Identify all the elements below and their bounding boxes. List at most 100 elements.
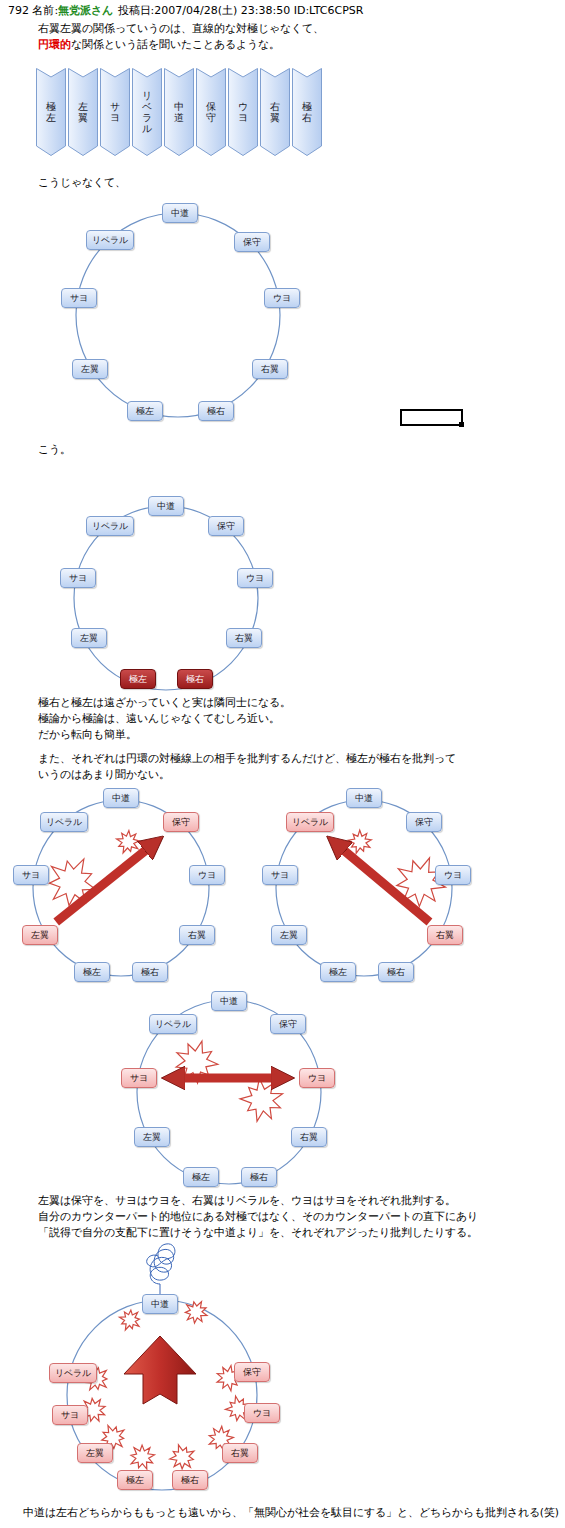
- position-label: ウヨ: [273, 292, 291, 305]
- ring: [76, 213, 280, 417]
- position-label: ウヨ: [253, 1407, 271, 1420]
- post-text: また、それぞれは円環の対極線上の相手を批判するんだけど、極左が極右を批判って: [38, 752, 456, 765]
- position-box: 左翼: [72, 359, 108, 379]
- position-box: 右翼: [226, 628, 262, 648]
- position-label: リベラル: [55, 1367, 91, 1380]
- position-label: サヨ: [130, 1072, 148, 1085]
- burst: [348, 830, 371, 853]
- position-label: 保守: [243, 236, 261, 249]
- position-label: 中道: [112, 792, 130, 805]
- position-label: ウヨ: [444, 869, 462, 882]
- position-label: 極左: [83, 966, 101, 979]
- position-label: 極左: [129, 673, 147, 686]
- position-label: 中道: [171, 207, 189, 220]
- position-label: 極左: [46, 101, 56, 123]
- position-box: リベラル: [40, 812, 88, 832]
- post-header: 792 名前:: [8, 4, 58, 17]
- text-line: こう。: [38, 443, 71, 457]
- position-box: リベラル: [49, 1363, 97, 1383]
- position-box: リベラル: [86, 230, 134, 250]
- position-box: サヨ: [262, 865, 298, 885]
- position-box: 極右: [172, 1470, 208, 1490]
- position-label: 極右: [186, 673, 204, 686]
- post-text: 極右と極左は遠ざかっていくと実は隣同士になる。: [38, 696, 291, 709]
- post-text: 円環的: [38, 38, 71, 51]
- position-label: 左翼: [80, 632, 98, 645]
- position-label: 左翼: [78, 101, 88, 123]
- position-box: 極右: [378, 962, 414, 982]
- post-text: いうのはあまり聞かない。: [38, 768, 170, 781]
- position-label: 右翼: [235, 632, 253, 645]
- position-box: リベラル: [149, 1014, 197, 1034]
- position-label: サヨ: [69, 572, 87, 585]
- position-box: 左翼: [22, 925, 58, 945]
- selection-rect: [401, 410, 462, 425]
- position-box: 極左: [74, 962, 110, 982]
- position-label: 右翼: [270, 101, 280, 123]
- position-box: 右翼: [427, 925, 463, 945]
- position-box: サヨ: [60, 568, 96, 588]
- position-label: リベラル: [92, 520, 128, 533]
- position-label: ウヨ: [198, 869, 216, 882]
- position-box: 保守: [163, 812, 199, 832]
- position-box: 極右: [241, 1167, 277, 1187]
- position-label: ウヨ: [308, 1072, 326, 1085]
- position-label: サヨ: [271, 869, 289, 882]
- position-box: 中道: [162, 203, 198, 223]
- criticism-arrow: [183, 1074, 273, 1083]
- position-label: 極左: [329, 966, 347, 979]
- burst-group: [49, 830, 445, 1469]
- position-label: リベラル: [92, 234, 128, 247]
- chevron-box: 極左: [36, 68, 66, 156]
- burst: [117, 830, 140, 852]
- position-box: 保守: [406, 812, 442, 832]
- position-box: 極左: [117, 1470, 153, 1490]
- position-label: ウヨ: [238, 101, 248, 123]
- resize-handle: [459, 422, 464, 427]
- position-label: 極左: [136, 405, 154, 418]
- position-label: 左翼: [31, 929, 49, 942]
- position-label: 中道: [174, 101, 184, 123]
- position-label: 極右: [387, 966, 405, 979]
- position-label: 中道: [355, 792, 373, 805]
- position-box: 極左: [127, 401, 163, 421]
- position-label: 保守: [172, 816, 190, 829]
- post-text: こう。: [38, 443, 71, 456]
- criticism-arrow: [56, 849, 147, 922]
- post-text: 「説得で自分の支配下に置けそうな中道より」を、それぞれアジったり批判したりする。: [38, 1226, 478, 1239]
- position-label: 左翼: [81, 363, 99, 376]
- text-line: 左翼は保守を、サヨはウヨを、右翼はリベラルを、ウヨはサヨをそれぞれ批判する。: [38, 1194, 456, 1208]
- chevron-outline: [69, 69, 98, 156]
- position-box: 極左: [320, 962, 356, 982]
- chevron-box: 中道: [164, 68, 194, 156]
- chevron-outline: [261, 69, 290, 156]
- chevron-box: リベラル: [132, 68, 162, 156]
- chevron-outline: [293, 69, 322, 156]
- position-label: 保守: [415, 816, 433, 829]
- position-label: サヨ: [110, 101, 120, 123]
- post-text: 自分のカウンターパート的地位にある対極ではなく、そのカウンターパートの直下にあり: [38, 1210, 478, 1223]
- position-box: 中道: [103, 788, 139, 808]
- chevron-outline: [101, 69, 130, 156]
- position-box: サヨ: [61, 288, 97, 308]
- position-label: リベラル: [142, 90, 152, 134]
- position-box: 中道: [346, 788, 382, 808]
- post-text: な関係という話を聞いたことあるような。: [71, 38, 280, 51]
- position-box: 左翼: [77, 1443, 113, 1463]
- text-line: 極右と極左は遠ざかっていくと実は隣同士になる。: [38, 696, 291, 710]
- position-box: 極右: [198, 401, 234, 421]
- position-label: 中道: [157, 500, 175, 513]
- position-label: 保守: [217, 520, 235, 533]
- chevron-box: 保守: [196, 68, 226, 156]
- position-box: ウヨ: [237, 568, 273, 588]
- position-box: 中道: [142, 1294, 178, 1314]
- position-label: 右翼: [231, 1447, 249, 1460]
- text-line: 円環的な関係という話を聞いたことあるような。: [38, 38, 280, 52]
- position-box: 右翼: [291, 1127, 327, 1147]
- post-text: 中道は左右どちらからももっとも遠いから、「無関心が社会を駄目にする」と、どちらか…: [23, 1506, 559, 1519]
- position-box: サヨ: [52, 1405, 88, 1425]
- criticism-arrow: [343, 850, 429, 922]
- chevron-outline: [229, 69, 258, 156]
- burst: [119, 1310, 139, 1330]
- position-box: 保守: [234, 232, 270, 252]
